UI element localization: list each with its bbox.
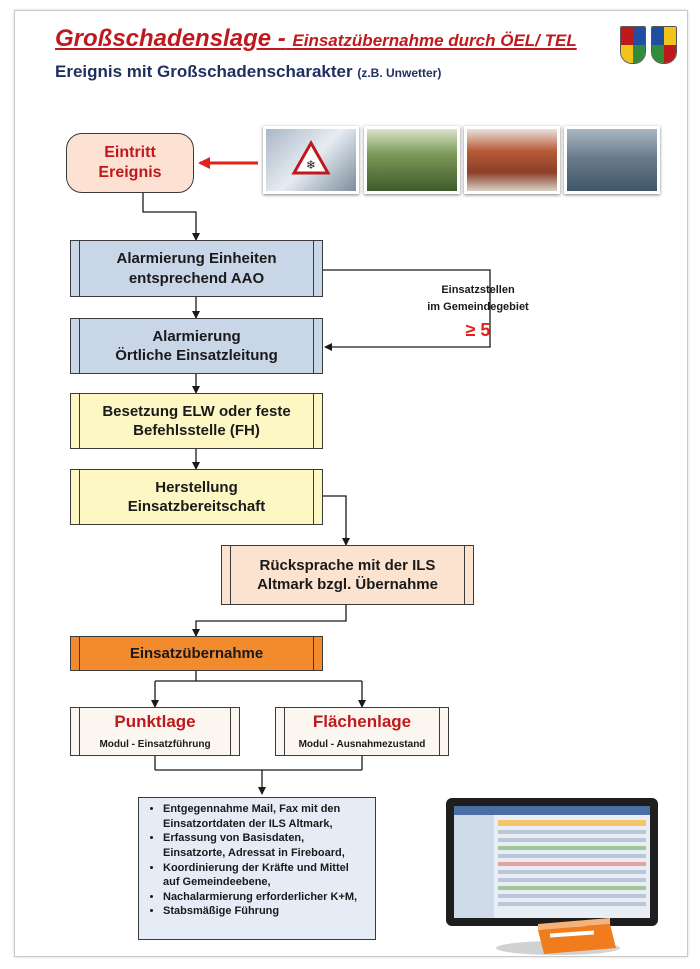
storm-warning-photo: ❄ — [263, 126, 359, 194]
readiness-line2: Einsatzbereitschaft — [127, 498, 266, 515]
subtitle-note: (z.B. Unwetter) — [357, 66, 442, 80]
poster-title: Großschadenslage - Einsatzübernahme durc… — [55, 25, 577, 52]
list-item: Nachalarmierung erforderlicher K+M, — [163, 890, 365, 905]
poster-subtitle: Ereignis mit Großschadenscharakter (z.B.… — [55, 62, 442, 81]
condition-line1: Einsatzstellen — [441, 284, 515, 296]
step-takeover: Einsatzübernahme — [70, 636, 323, 671]
warning-sign-icon: ❄ — [291, 139, 331, 175]
alarm-local-line2: Örtliche Einsatzleitung — [115, 347, 278, 364]
condition-line2: im Gemeindegebiet — [427, 300, 529, 313]
svg-text:❄: ❄ — [306, 158, 316, 172]
software-monitor-icon — [446, 798, 658, 955]
takeover-label: Einsatzübernahme — [129, 644, 264, 662]
elw-line2: Befehlsstelle (FH) — [133, 422, 260, 439]
event-line1: Eintritt — [104, 144, 156, 161]
alarm-units-line2: entsprechend AAO — [128, 269, 265, 287]
alarm-local-line1: Alarmierung — [152, 327, 241, 345]
elw-line1: Besetzung ELW oder feste — [102, 402, 291, 420]
ils-line1: Rücksprache mit der ILS — [259, 556, 436, 574]
coat-of-arms-left-icon — [620, 26, 646, 64]
fallen-trees-photo — [364, 126, 460, 194]
readiness-line1: Herstellung — [155, 478, 238, 496]
list-item: Stabsmäßige Führung — [163, 904, 365, 919]
point-label: Punktlage — [114, 711, 196, 731]
event-occurrence-box: Eintritt Ereignis — [66, 133, 194, 193]
area-label: Flächenlage — [312, 711, 412, 731]
step-alarm-units: Alarmierung Einheiten entsprechend AAO — [70, 240, 323, 297]
event-line2: Ereignis — [98, 164, 162, 181]
alarm-units-line1: Alarmierung Einheiten — [116, 250, 277, 267]
area-module: Modul - Ausnahmezustand — [298, 738, 426, 750]
ils-line2: Altmark bzgl. Übernahme — [257, 576, 438, 593]
task-list: Entgegennahme Mail, Fax mit den Einsatzo… — [138, 797, 376, 940]
condition-threshold: ≥ 5 — [465, 320, 491, 340]
flooded-street-photo — [564, 126, 660, 194]
condition-note: Einsatzstellen im Gemeindegebiet ≥ 5 — [408, 282, 548, 344]
poster-title-sub: Einsatzübernahme durch ÖEL/ TEL — [292, 31, 577, 50]
damaged-roof-photo — [464, 126, 560, 194]
list-item: Koordinierung der Kräfte und Mittel auf … — [163, 861, 365, 890]
list-item: Erfassung von Basisdaten, Einsatzorte, A… — [163, 831, 365, 860]
point-module: Modul - Einsatzführung — [99, 738, 211, 750]
coat-of-arms-right-icon — [651, 26, 677, 64]
list-item: Entgegennahme Mail, Fax mit den Einsatzo… — [163, 802, 365, 831]
step-ils-consultation: Rücksprache mit der ILS Altmark bzgl. Übe… — [221, 545, 474, 605]
